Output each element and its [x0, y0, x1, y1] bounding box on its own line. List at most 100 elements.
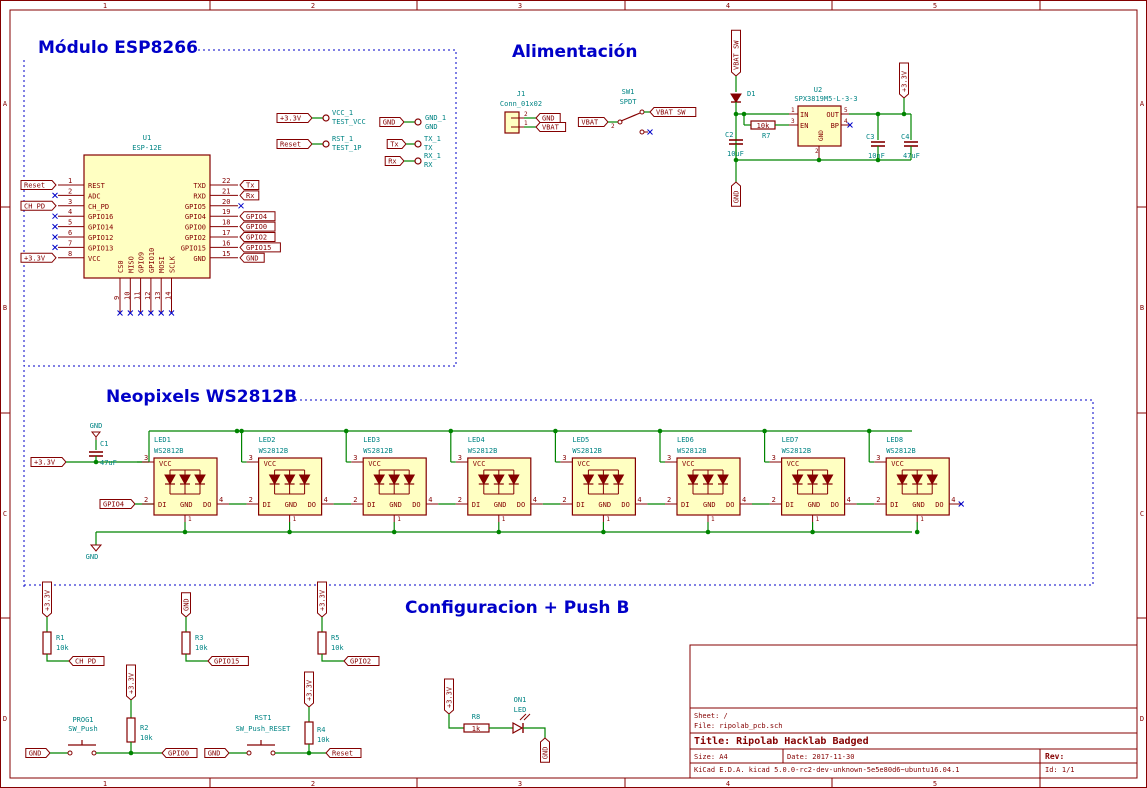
pin-name: DI [576, 501, 584, 509]
pin-name: DI [472, 501, 480, 509]
ruler-letter: A [3, 100, 8, 108]
global-label-vertical [126, 664, 136, 701]
pin-name: GPIO2 [185, 234, 206, 242]
c2-ref: C2 [725, 131, 733, 139]
c1-value: 47uF [100, 459, 117, 467]
ruler-number: 5 [933, 780, 937, 788]
pin-name: VCC [368, 460, 381, 468]
titleblock-frame [689, 644, 1138, 779]
j1-body [504, 111, 520, 134]
pin-name: EN [800, 122, 808, 130]
c1-ref: C1 [100, 440, 108, 448]
u2-value: SPX3819M5-L-3-3 [794, 95, 857, 103]
test-point-ref: RX_1 [424, 152, 441, 160]
junction-dot [601, 529, 606, 535]
global-label [20, 252, 57, 263]
junction-dot [875, 157, 881, 163]
d1-ref: D1 [747, 90, 755, 98]
global-label-text: Rx [388, 158, 396, 166]
junction-dot [816, 157, 822, 163]
pin-number: 4 [742, 496, 746, 504]
sw1-ref: SW1 [622, 88, 635, 96]
junction-dot [448, 428, 454, 434]
junction-dot [810, 529, 815, 535]
global-label [239, 242, 281, 253]
pin-number: 3 [458, 454, 462, 462]
no-connect-mark [647, 129, 653, 135]
pin-number: 3 [353, 454, 357, 462]
pin-name: GND [193, 255, 206, 263]
junction-dot [553, 428, 558, 434]
inner-border [9, 9, 1138, 779]
ruler-letter: C [3, 510, 7, 518]
wire [46, 654, 69, 662]
on1-ref: ON1 [514, 696, 527, 704]
no-connect-mark [117, 310, 123, 316]
global-label-text: VBAT [581, 119, 599, 127]
pin-name: CH_PD [88, 203, 109, 211]
pin-number: 3 [667, 454, 671, 462]
section-title-config: Configuracion + Push B [405, 598, 630, 618]
pin-name: VCC [577, 460, 590, 468]
global-label [239, 232, 276, 242]
global-label-text: Tx [246, 182, 254, 190]
global-label [343, 656, 380, 666]
global-label [379, 117, 405, 127]
test-point-ref: TX_1 [424, 135, 441, 143]
no-connect-mark [52, 244, 58, 251]
test-point-circle [322, 140, 330, 148]
resistor-ref: R5 [331, 634, 339, 642]
pin-name: GPIO15 [181, 244, 206, 252]
resistor-ref: R1 [56, 634, 64, 642]
ruler-number: 2 [311, 2, 315, 10]
resistor-value: 10k [317, 736, 330, 744]
pin-number: 4 [68, 208, 72, 216]
pin-number: 12 [144, 292, 152, 300]
global-label-text: GND [383, 119, 396, 127]
j1-value: Conn_01x02 [500, 100, 542, 108]
pin-number: 2 [144, 496, 148, 504]
pin-number: 1 [711, 516, 715, 523]
pin-name: VCC [88, 255, 101, 263]
led-ref: LED8 [886, 436, 903, 444]
global-label [239, 190, 260, 201]
global-label-text: GPIO2 [350, 658, 371, 666]
pin-name: GND [808, 501, 821, 509]
gnd-label: GND [86, 553, 99, 561]
c3-ref: C3 [866, 133, 874, 141]
pin-name: MOSI [158, 256, 166, 273]
pin-name: DI [158, 501, 166, 509]
global-label-text: +3.3V [24, 254, 46, 262]
pin-name: GND [703, 501, 716, 509]
prog-ref: PROG1 [72, 716, 93, 724]
resistor-value: 10k [56, 644, 69, 652]
ruler-letter: D [3, 715, 7, 723]
global-label [649, 107, 697, 117]
led-ray [523, 713, 531, 721]
global-label [99, 499, 136, 509]
pin-number: 4 [951, 496, 955, 504]
pin-number: 1 [920, 516, 924, 523]
global-label-text: CH_PD [75, 658, 96, 666]
pin-name: GND [598, 501, 611, 509]
button-contact [246, 750, 252, 756]
pin-name: DO [831, 501, 839, 509]
switch-blade [620, 112, 641, 122]
pin-number: 2 [562, 496, 566, 504]
global-label [276, 113, 313, 123]
pin-name: DO [308, 501, 316, 509]
titleblock-date: Date: 2017-11-30 [787, 753, 854, 761]
global-label [25, 748, 51, 758]
test-point-ref: RST_1 [332, 135, 353, 143]
esp-ref: U1 [143, 134, 151, 142]
pin-number: 5 [68, 219, 72, 227]
titleblock-id: Id: 1/1 [1045, 766, 1075, 774]
titleblock-file: File: ripolab_pcb.sch [694, 722, 783, 730]
pin-number: 3 [249, 454, 253, 462]
global-label-text: CH_PD [24, 202, 45, 210]
section-title-power: Alimentación [512, 42, 638, 62]
global-label-text: +3.3V [319, 589, 327, 611]
pin-number: 4 [533, 496, 537, 504]
